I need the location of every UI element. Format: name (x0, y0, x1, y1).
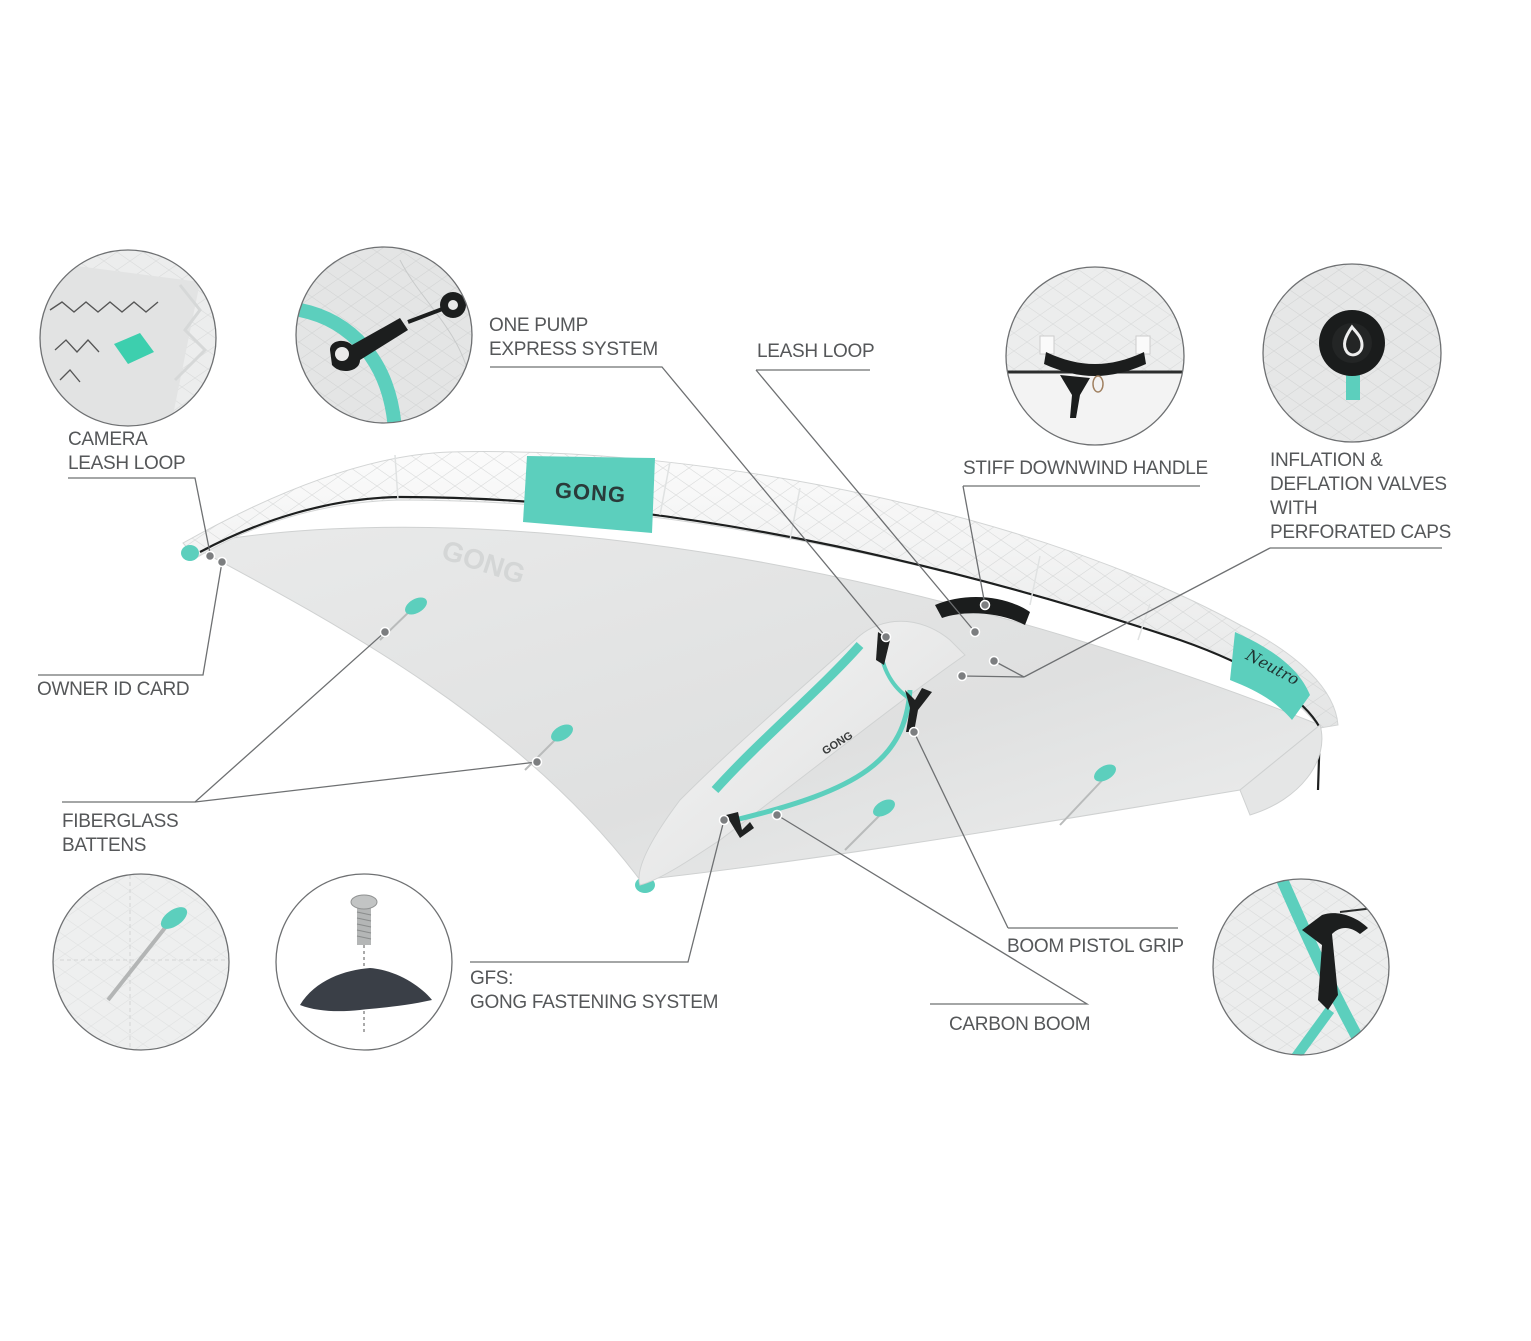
screw-icon (350, 894, 378, 910)
owner-id-card-label: OWNER ID CARD (37, 679, 190, 700)
downwind-handle-icon (1044, 352, 1146, 376)
downwind-handle (935, 596, 1030, 625)
canopy (190, 527, 1320, 880)
pistol-grip-icon (1302, 913, 1368, 1010)
leash-loop-label: LEASH LOOP (757, 341, 875, 362)
batten-detail (52, 873, 230, 1051)
gfs-label: GFS:GONG FASTENING SYSTEM (470, 968, 719, 1013)
one-pump-icon (330, 318, 408, 372)
camera-leash-loop-detail (39, 249, 217, 427)
leader-lines (38, 366, 1442, 1005)
inflation-valve-detail (1262, 263, 1442, 443)
gfs-detail (275, 873, 453, 1051)
left-wingtip (181, 545, 199, 561)
leader-dots (204, 550, 1000, 826)
carbon-boom-label: CARBON BOOM (949, 1014, 1091, 1035)
downwind-handle-detail (1005, 266, 1185, 446)
boom-pistol-grip-label: BOOM PISTOL GRIP (1007, 936, 1184, 957)
gfs-base-icon (300, 968, 432, 1012)
one-pump-detail (295, 246, 473, 424)
batten-pocket-icon (160, 907, 188, 929)
camera-leash-loop-icon (114, 333, 154, 364)
stiff-downwind-handle-label: STIFF DOWNWIND HANDLE (963, 458, 1208, 479)
boom-grip-detail (1212, 878, 1390, 1056)
wing: GONG Neutro GONG GONG (181, 451, 1339, 893)
main-logo: GONG (554, 478, 627, 508)
carbon-boom (734, 689, 913, 823)
